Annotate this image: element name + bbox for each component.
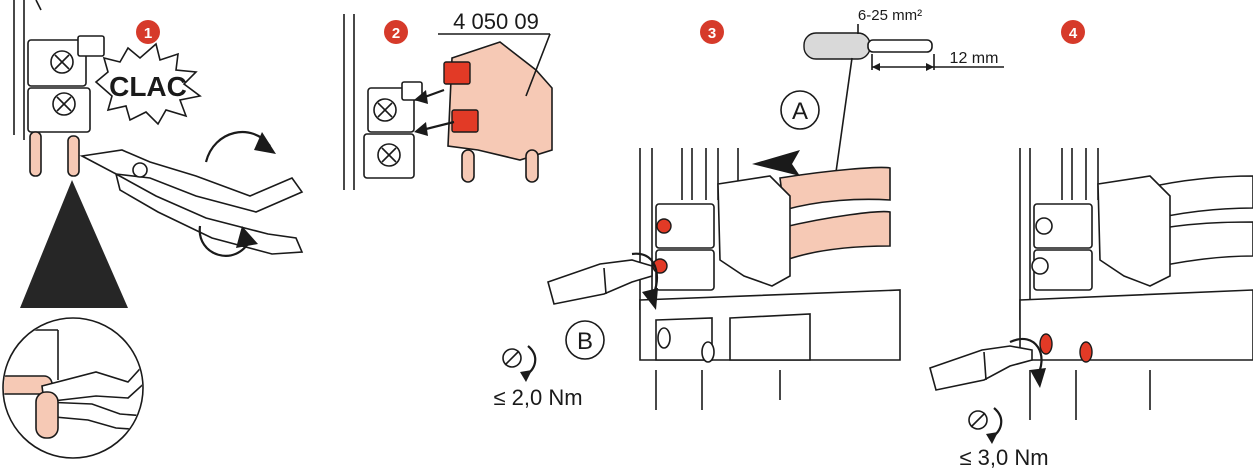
label-a-circle bbox=[780, 90, 820, 130]
strip-length-label: 12 mm bbox=[950, 50, 999, 67]
clac-burst bbox=[94, 42, 202, 126]
torque-icon bbox=[502, 348, 522, 368]
step-4-illustration bbox=[929, 148, 1253, 444]
svg-text:4: 4 bbox=[1069, 25, 1078, 42]
svg-text:1: 1 bbox=[144, 25, 152, 42]
torque-step4-label: ≤ 3,0 Nm bbox=[959, 445, 1048, 470]
step-1-illustration bbox=[2, 0, 304, 459]
step-3-illustration bbox=[502, 24, 1004, 410]
torque-step3-label: ≤ 2,0 Nm bbox=[493, 385, 582, 410]
step-2-illustration bbox=[343, 14, 553, 190]
part-reference: 4 050 09 bbox=[453, 9, 539, 34]
step-3-badge: 3 bbox=[700, 20, 724, 44]
clac-label: CLAC bbox=[109, 71, 187, 102]
cable-detail bbox=[803, 32, 871, 60]
svg-text:3: 3 bbox=[708, 25, 716, 42]
accessory-block bbox=[447, 41, 553, 161]
label-b-circle bbox=[565, 320, 605, 360]
svg-text:2: 2 bbox=[392, 25, 400, 42]
step-2-badge: 2 bbox=[384, 20, 408, 44]
insert-arrow bbox=[752, 150, 800, 176]
step-4-badge: 4 bbox=[1061, 20, 1085, 44]
screwdriver bbox=[929, 345, 1033, 391]
step-1-badge: 1 bbox=[136, 20, 160, 44]
torque-icon bbox=[968, 410, 988, 430]
label-b: B bbox=[577, 328, 593, 355]
label-a: A bbox=[792, 98, 808, 125]
cable-section-label: 6-25 mm² bbox=[858, 7, 922, 24]
screwdriver bbox=[547, 259, 653, 305]
